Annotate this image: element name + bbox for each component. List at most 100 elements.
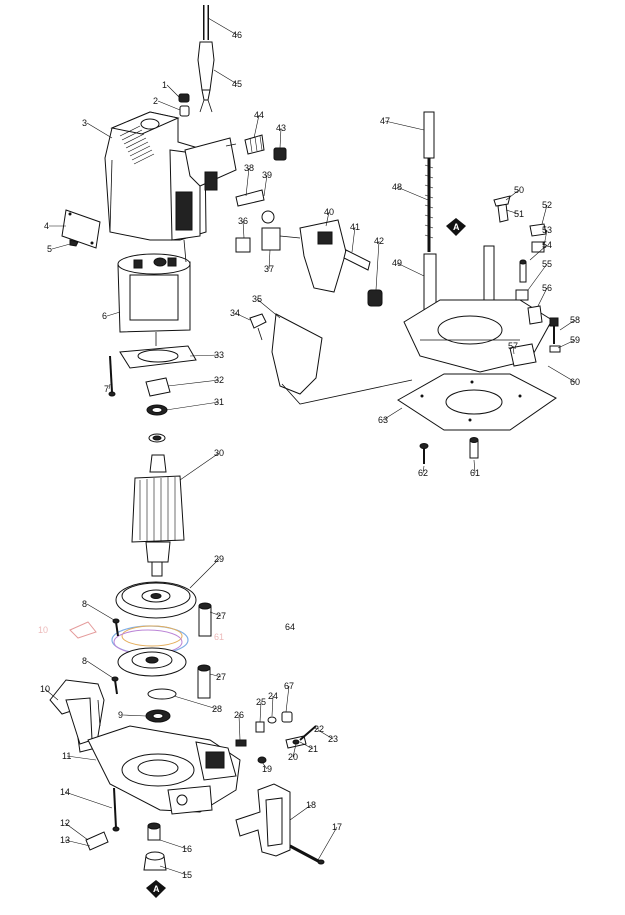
part-number-label: 13 bbox=[60, 835, 70, 845]
part-number-label: 42 bbox=[374, 236, 384, 246]
part-number-label: 58 bbox=[570, 315, 580, 325]
callout-leader bbox=[285, 685, 290, 713]
part-number-label: 23 bbox=[328, 734, 338, 744]
callout-leader bbox=[375, 240, 380, 291]
part-number-label: 16 bbox=[182, 844, 192, 854]
part-number-label: 47 bbox=[380, 116, 390, 126]
part-baffle-plate bbox=[119, 345, 197, 369]
callout-leader bbox=[207, 17, 238, 36]
callout-leader bbox=[325, 211, 330, 227]
callout-leader bbox=[51, 243, 71, 250]
part-depth-adjust-hardware bbox=[235, 711, 317, 764]
part-number-label: 6 bbox=[102, 311, 107, 321]
part-right-handle bbox=[235, 783, 325, 865]
part-number-label: 41 bbox=[350, 222, 360, 232]
faint-label-10: 10 bbox=[38, 625, 48, 635]
part-number-label: 17 bbox=[332, 822, 342, 832]
part-base-housing bbox=[87, 725, 241, 815]
part-number-label: 10 bbox=[40, 684, 50, 694]
part-number-label: 57 bbox=[508, 341, 518, 351]
part-number-label: 31 bbox=[214, 397, 224, 407]
part-number-label: 28 bbox=[212, 704, 222, 714]
part-number-label: 46 bbox=[232, 30, 242, 40]
part-fan bbox=[115, 581, 197, 619]
callout-leader bbox=[234, 312, 251, 321]
part-number-label: 22 bbox=[314, 724, 324, 734]
callout-leader bbox=[473, 459, 476, 474]
callout-leader bbox=[557, 339, 576, 349]
callout-leader bbox=[317, 729, 334, 740]
callout-leader bbox=[422, 465, 425, 474]
callout-leader bbox=[159, 839, 188, 850]
callout-leader bbox=[165, 401, 220, 411]
part-number-label: 64 bbox=[285, 622, 295, 632]
part-number-label: 56 bbox=[542, 283, 552, 293]
part-stopper-hardware bbox=[509, 223, 561, 367]
callout-leader bbox=[167, 379, 220, 387]
callout-leader bbox=[64, 822, 89, 841]
marker-label-top: A bbox=[453, 222, 460, 232]
callout-leader bbox=[44, 688, 59, 701]
part-number-label: 21 bbox=[308, 744, 318, 754]
callout-leader bbox=[64, 839, 91, 847]
leader-lines bbox=[97, 143, 413, 727]
part-spacer bbox=[197, 602, 212, 699]
part-number-label: 8 bbox=[82, 656, 87, 666]
callout-leader bbox=[64, 791, 113, 809]
part-number-label: 36 bbox=[238, 216, 248, 226]
part-chip-guard bbox=[249, 313, 323, 395]
part-armature bbox=[131, 454, 185, 577]
part-bearing-lower bbox=[145, 688, 177, 723]
part-base-plate-screws bbox=[419, 437, 479, 464]
part-number-label: 59 bbox=[570, 335, 580, 345]
callout-leader bbox=[292, 743, 297, 758]
part-number-label: 40 bbox=[324, 207, 334, 217]
part-cord-guard bbox=[197, 41, 215, 113]
callout-leader bbox=[256, 298, 281, 319]
callout-leader bbox=[384, 120, 425, 131]
callout-leader bbox=[512, 345, 515, 355]
part-number-label: 14 bbox=[60, 787, 70, 797]
part-number-label: 5 bbox=[47, 244, 52, 254]
part-number-label: 50 bbox=[514, 185, 524, 195]
part-number-label: 53 bbox=[542, 225, 552, 235]
part-number-label: 39 bbox=[262, 170, 272, 180]
callout-leader bbox=[268, 249, 271, 270]
part-number-label: 51 bbox=[514, 209, 524, 219]
part-number-label: 12 bbox=[60, 818, 70, 828]
part-number-label: 55 bbox=[542, 259, 552, 269]
part-number-label: 18 bbox=[306, 800, 316, 810]
part-number-label: 19 bbox=[262, 764, 272, 774]
callout-leader bbox=[86, 603, 115, 621]
part-number-label: 20 bbox=[288, 752, 298, 762]
part-number-label: 9 bbox=[118, 710, 123, 720]
reference-marker-top: A bbox=[446, 218, 466, 236]
part-number-label: 1 bbox=[162, 80, 167, 90]
callout-leader bbox=[157, 100, 181, 111]
part-number-label: 48 bbox=[392, 182, 402, 192]
callout-leader bbox=[263, 174, 268, 197]
callout-leader bbox=[86, 122, 113, 139]
callout-leader bbox=[537, 287, 548, 307]
callout-leader bbox=[559, 319, 576, 331]
part-nameplate bbox=[61, 209, 101, 249]
part-brush-cap bbox=[178, 93, 190, 117]
part-number-label: 44 bbox=[254, 110, 264, 120]
part-number-label: 49 bbox=[392, 258, 402, 268]
part-number-labels: 1234567889101112131415161718192021222324… bbox=[40, 30, 580, 880]
part-number-label: 67 bbox=[284, 681, 294, 691]
callout-leader bbox=[159, 865, 188, 876]
part-number-label: 15 bbox=[182, 870, 192, 880]
callout-leader bbox=[547, 365, 576, 383]
callout-leader bbox=[86, 660, 114, 679]
callout-leader bbox=[382, 407, 403, 421]
part-number-label: 26 bbox=[234, 710, 244, 720]
part-number-label: 60 bbox=[570, 377, 580, 387]
part-small-screws bbox=[111, 618, 120, 695]
callout-leader bbox=[213, 69, 238, 85]
part-plunge-base bbox=[403, 111, 553, 373]
part-switch-assembly bbox=[184, 134, 383, 307]
part-number-label: 25 bbox=[256, 697, 266, 707]
callout-leader bbox=[396, 186, 429, 201]
callout-leader bbox=[242, 220, 245, 239]
